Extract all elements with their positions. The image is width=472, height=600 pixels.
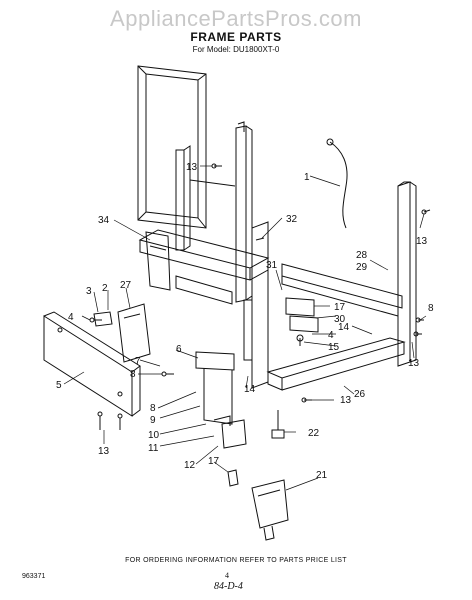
callout-21: 21 [316, 470, 328, 481]
side-rail-right [397, 181, 417, 367]
model-line: For Model: DU1800XT-0 [192, 45, 280, 54]
callout-14b: 14 [244, 384, 256, 395]
callout-28: 28 [356, 250, 368, 261]
callout-12: 12 [184, 460, 196, 471]
callout-4b: 4 [328, 330, 334, 341]
callout-13e: 13 [98, 446, 110, 457]
callout-17a: 17 [334, 302, 346, 313]
callout-22: 22 [308, 428, 320, 439]
bottom-rail-26 [266, 337, 406, 391]
callout-13d: 13 [340, 395, 352, 406]
callout-26: 26 [354, 389, 366, 400]
callout-32: 32 [286, 214, 298, 225]
callout-17b: 17 [208, 456, 220, 467]
bracket-27 [117, 303, 151, 363]
callout-5: 5 [56, 380, 62, 391]
document-number: 963371 [22, 573, 46, 580]
callout-13c: 13 [408, 358, 420, 369]
callout-1: 1 [304, 172, 310, 183]
leveling-leg-part [285, 297, 319, 333]
side-frame-right [243, 221, 269, 389]
ordering-note: FOR ORDERING INFORMATION REFER TO PARTS … [125, 557, 347, 564]
callout-labels: 1 2 3 4 4 5 6 7 8 8 8 9 10 11 12 13 13 1… [56, 162, 434, 481]
callout-4: 4 [68, 312, 74, 323]
handwritten-note: 84-D-4 [214, 581, 243, 592]
callout-9: 9 [150, 415, 156, 426]
callout-3: 3 [86, 286, 92, 297]
valve-block-part [213, 415, 247, 449]
page-number: 4 [225, 571, 229, 580]
callout-8: 8 [130, 369, 136, 380]
callout-13a: 13 [186, 162, 198, 173]
foot-screw-22 [271, 410, 285, 439]
back-panel-part [137, 65, 236, 229]
callout-6: 6 [176, 344, 182, 355]
callout-14a: 14 [338, 322, 350, 333]
callout-31: 31 [266, 260, 278, 271]
center-post-left [175, 145, 191, 251]
callout-11: 11 [148, 443, 159, 454]
callout-29: 29 [356, 262, 368, 273]
toe-plate-5 [43, 311, 141, 417]
page-title: FRAME PARTS [190, 30, 282, 44]
bracket-6 [195, 351, 235, 425]
callout-34: 34 [98, 215, 110, 226]
callout-10: 10 [148, 430, 160, 441]
callout-8c: 8 [428, 303, 434, 314]
watermark: AppliancePartsPros.com [110, 6, 362, 31]
valve-21 [251, 479, 289, 541]
callout-15: 15 [328, 342, 340, 353]
hose-1 [326, 138, 348, 229]
frame-cross-member [138, 229, 270, 305]
callout-30: 30 [334, 314, 346, 325]
callout-8b: 8 [150, 403, 156, 414]
callout-leaders [63, 165, 427, 491]
callout-13b: 13 [416, 236, 428, 247]
fitting-17 [227, 469, 239, 487]
callout-27: 27 [120, 280, 132, 291]
screw-group [89, 163, 431, 430]
horizontal-rail-28 [281, 263, 403, 317]
side-bracket-left [145, 231, 171, 291]
clip-2 [93, 311, 113, 327]
callout-7: 7 [135, 356, 141, 367]
callout-2: 2 [102, 283, 108, 294]
